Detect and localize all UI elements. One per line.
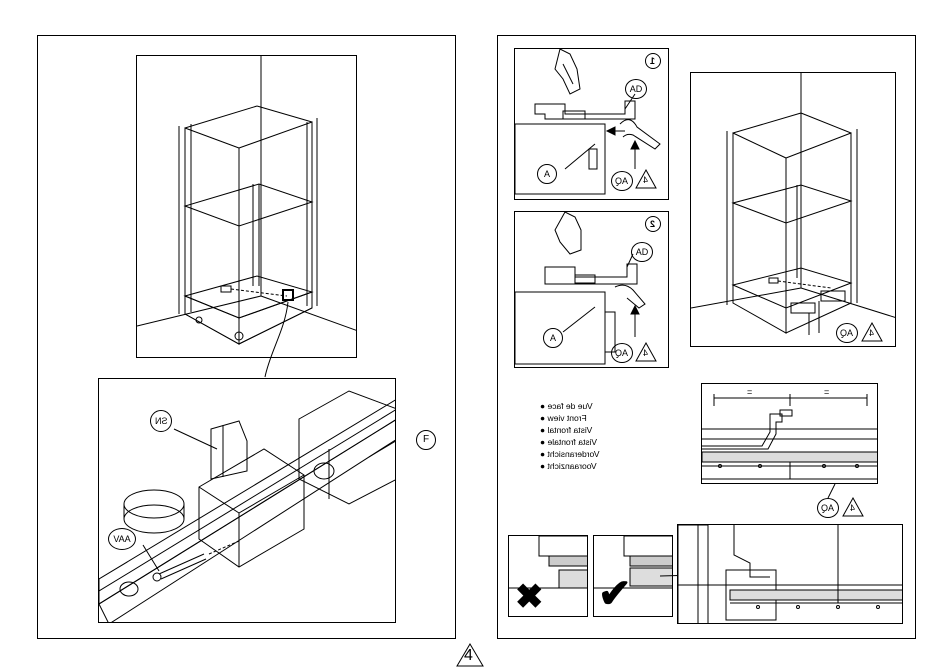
callout-aq-2: AQ: [611, 343, 633, 363]
step-1-number: 1: [645, 53, 661, 69]
callout-ad-1-text: AD: [630, 84, 643, 94]
lang-item-en: Front view ●: [540, 413, 640, 423]
callout-a-2: A: [543, 328, 563, 348]
front-section-view: = =: [701, 383, 878, 484]
bracket-detail-view: [98, 378, 396, 623]
front-section-drawing: [702, 384, 878, 484]
callout-aq-4-text: AQ: [821, 499, 834, 517]
bottom-section-drawing: [678, 525, 903, 624]
enclosure-view-left: [136, 55, 357, 358]
page-number-triangle: 4: [456, 643, 484, 667]
step-2-number: 2: [645, 216, 661, 232]
triangle-ref-1: 4: [635, 169, 657, 189]
callout-ad-2-text: AD: [636, 247, 649, 257]
triangle-ref-4: 4: [842, 497, 864, 517]
lang-item-de: Vorderansicht ●: [540, 449, 640, 459]
correct-example: ✔: [593, 535, 673, 617]
enclosure-view-right: AQ 4: [690, 72, 896, 347]
dimension-mark-right: =: [824, 387, 829, 397]
page-number-text: 4: [464, 647, 473, 665]
bottom-section-detail: [677, 524, 903, 624]
shower-enclosure-mirrored-drawing: [691, 73, 896, 347]
callout-aq-3-text: AQ: [840, 324, 853, 342]
step-1-number-text: 1: [650, 54, 655, 68]
triangle-ref-3-text: 4: [869, 328, 874, 338]
triangle-ref-2-text: 4: [643, 348, 648, 358]
callout-f-text: F: [423, 434, 429, 445]
cross-icon: ✖: [515, 580, 544, 614]
callout-aq-4: AQ: [817, 498, 839, 518]
lang-item-es: Vista frontal ●: [540, 425, 640, 435]
step-1-view: 1 AD A AQ 4: [514, 48, 669, 200]
triangle-ref-1-text: 4: [643, 175, 648, 185]
lang-item-nl: Vooraanzicht ●: [540, 461, 640, 471]
front-view-language-list: Vue de face ● Front view ● Vista frontal…: [540, 401, 640, 476]
callout-sn-text: SN: [155, 411, 168, 431]
callout-a-1-text: A: [544, 169, 550, 179]
callout-sn: SN: [150, 410, 172, 432]
callout-aq-1: AQ: [611, 171, 633, 191]
shower-enclosure-drawing: [137, 56, 357, 358]
lang-item-fr: Vue de face ●: [540, 401, 640, 411]
triangle-ref-4-text: 4: [850, 503, 855, 513]
callout-aq-1-text: AQ: [615, 172, 628, 190]
callout-a-1: A: [537, 164, 557, 184]
incorrect-example: ✖: [508, 535, 588, 617]
callout-a-2-text: A: [550, 333, 556, 343]
bracket-detail-drawing: [99, 379, 396, 623]
callout-aq-3: AQ: [836, 323, 858, 343]
callout-ad-1: AD: [625, 79, 647, 99]
dimension-mark-left: =: [747, 387, 752, 397]
triangle-ref-2: 4: [635, 342, 657, 362]
step-2-number-text: 2: [650, 217, 655, 231]
callout-f: F: [416, 430, 436, 450]
callout-ad-2: AD: [631, 242, 653, 262]
callout-vaa-text: VAA: [113, 534, 130, 544]
check-icon: ✔: [598, 574, 632, 614]
step-2-view: 2 AD A AQ 4: [514, 211, 669, 368]
callout-aq-2-text: AQ: [615, 344, 628, 362]
triangle-ref-3: 4: [861, 322, 883, 342]
callout-vaa: VAA: [108, 528, 136, 550]
lang-item-it: Vista frontale ●: [540, 437, 640, 447]
